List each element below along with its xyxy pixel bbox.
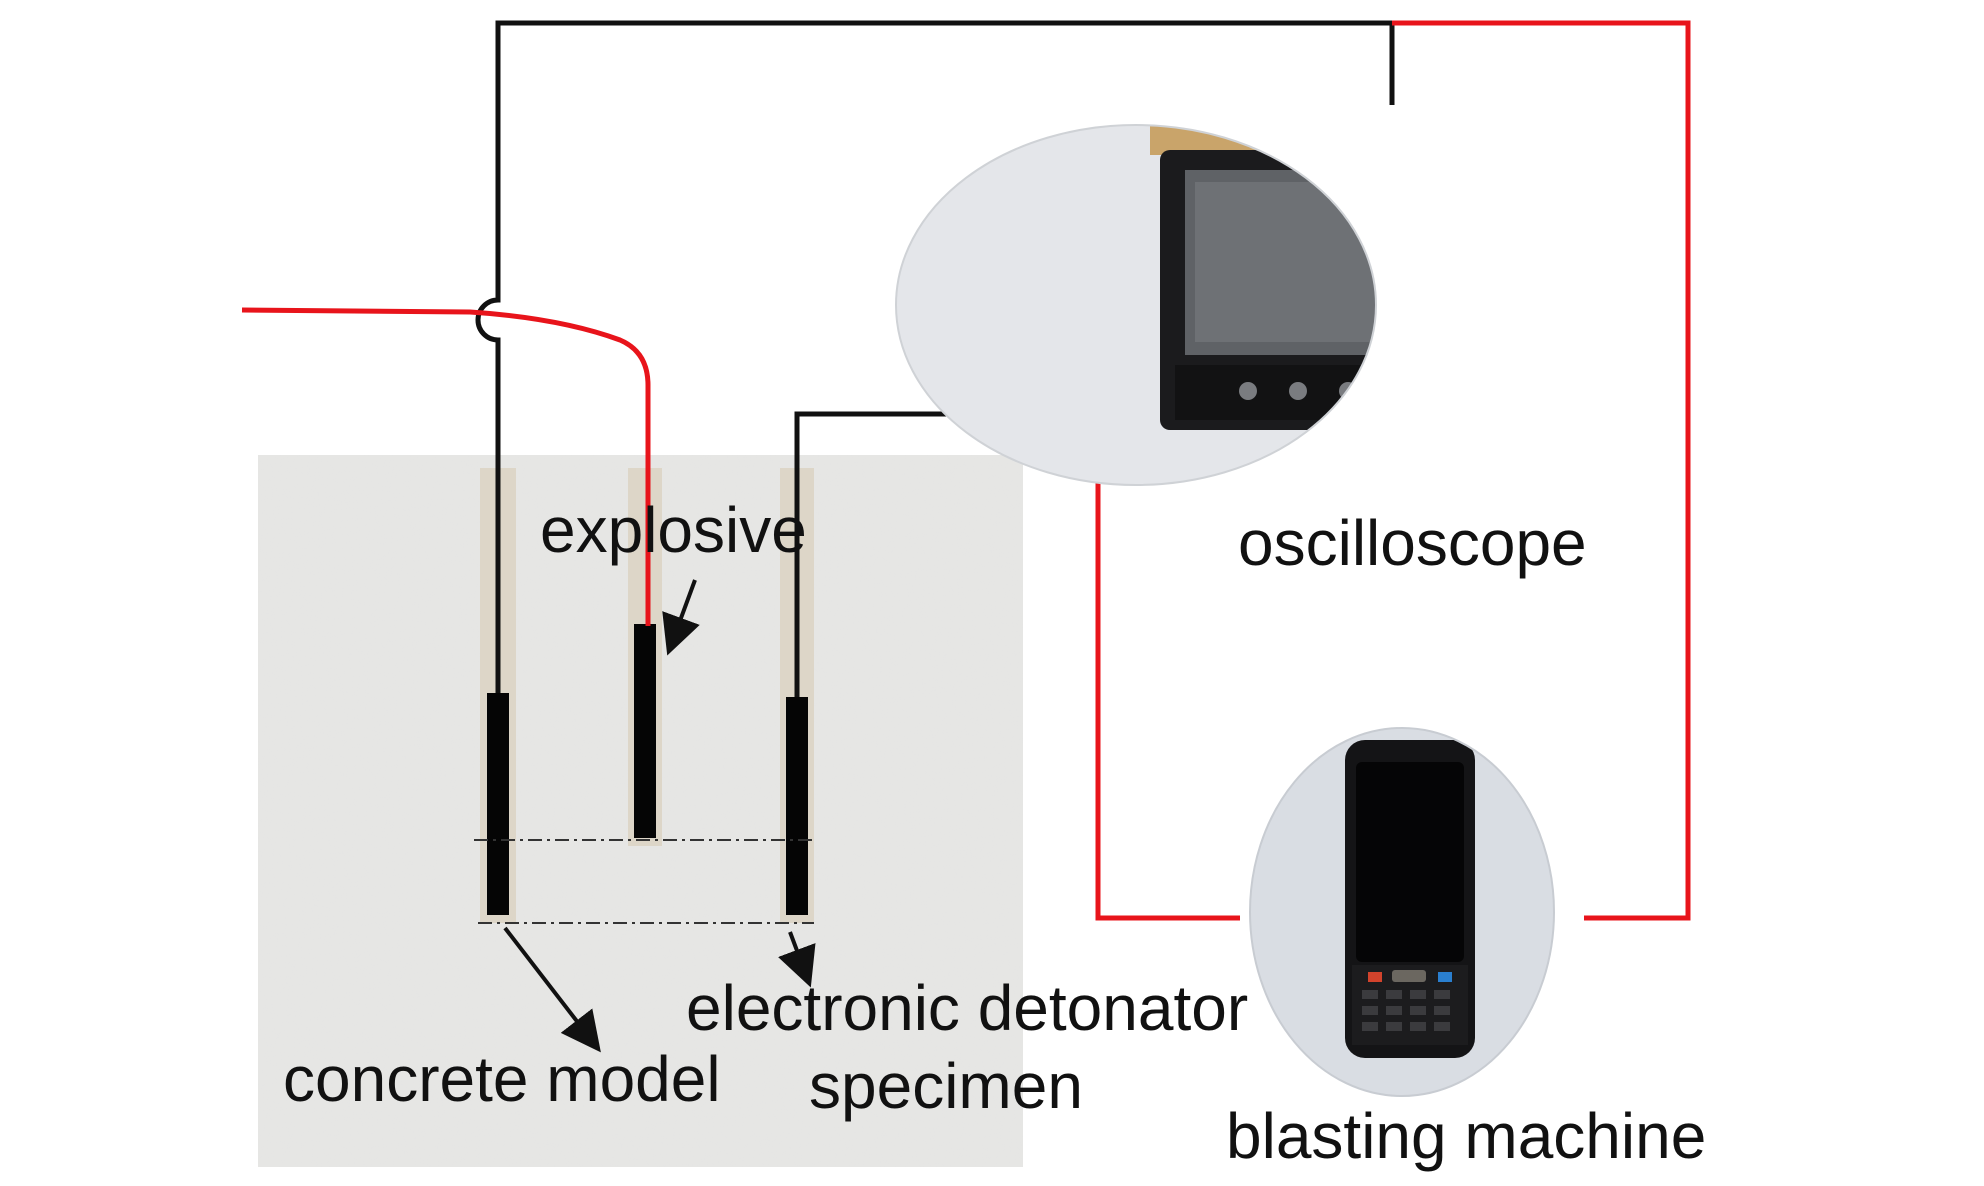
red-wire-machine-left [1095,418,1240,921]
arrow-concrete-model [503,926,601,1053]
oscilloscope-photo-icon [896,125,1376,485]
label-explosive: explosive [540,494,807,566]
explosive-charge [634,624,656,838]
black-wire-top [475,20,1395,693]
detonator-left [487,693,509,915]
red-wire-explosive [241,307,651,626]
detonator-right [786,697,808,915]
label-blasting-machine: blasting machine [1226,1100,1706,1172]
arrow-detonator [778,931,816,988]
label-concrete-model: concrete model [283,1043,721,1115]
red-wire-machine-right [1392,20,1691,921]
handheld-blasting-machine-photo-icon [1250,728,1554,1096]
oscilloscope-frame [895,124,1377,486]
arrow-explosive [662,579,700,656]
label-electronic-detonator: electronic detonator [686,972,1248,1044]
blasting-machine-frame [1249,727,1555,1097]
label-specimen: specimen [809,1050,1083,1122]
label-oscilloscope: oscilloscope [1238,507,1587,579]
